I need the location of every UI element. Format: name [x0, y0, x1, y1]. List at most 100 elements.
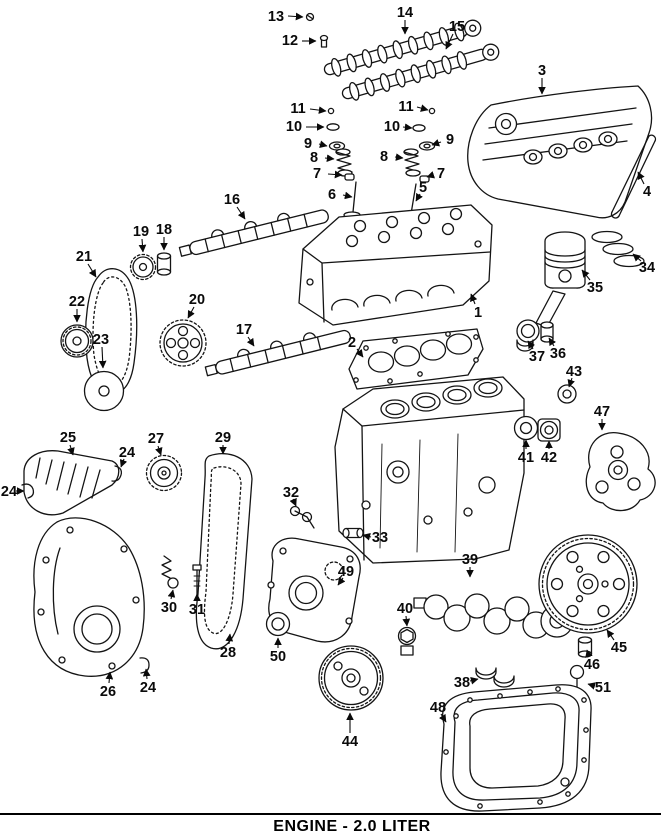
leader-line-38	[469, 676, 479, 685]
camshaft-gear-small	[129, 253, 157, 281]
leader-line-15	[445, 33, 454, 50]
bolt-13-part	[305, 12, 315, 22]
callout-13: 13	[268, 9, 284, 25]
callout-24: 24	[1, 484, 17, 500]
callout-45: 45	[611, 640, 627, 656]
camshaft-intake	[323, 19, 482, 77]
leader-line-20	[187, 306, 195, 319]
callout-10: 10	[286, 119, 302, 135]
callout-11: 11	[398, 99, 413, 115]
leader-line-11	[309, 106, 327, 114]
leader-line-25	[67, 444, 75, 456]
callout-17: 17	[236, 322, 252, 338]
callout-26: 26	[100, 684, 116, 700]
callout-43: 43	[566, 364, 582, 380]
crank-pulley-small	[60, 324, 94, 358]
leader-line-11	[416, 104, 429, 112]
leader-line-32	[289, 497, 297, 507]
tensioner-stud	[192, 564, 202, 597]
leader-line-26	[105, 671, 114, 684]
spacer-cylinder	[156, 252, 172, 276]
leader-line-7	[426, 171, 436, 179]
callout-35: 35	[587, 280, 603, 296]
leader-line-4	[637, 171, 645, 185]
callout-33: 33	[372, 530, 388, 546]
callout-7: 7	[313, 166, 321, 182]
leader-line-46	[585, 649, 593, 658]
leader-line-5	[415, 192, 423, 202]
crankshaft-pulley	[318, 645, 384, 711]
valve-cover	[467, 85, 653, 219]
callout-11: 11	[290, 101, 305, 117]
tensioner-spring	[161, 555, 179, 589]
callout-21: 21	[76, 249, 92, 265]
oil-pump-sprocket	[397, 626, 417, 656]
callout-8: 8	[380, 149, 388, 165]
callout-36: 36	[550, 346, 566, 362]
clip-24-left	[21, 483, 35, 499]
callout-4: 4	[643, 184, 651, 200]
pilot-spacer	[577, 636, 593, 658]
callout-10: 10	[384, 119, 400, 135]
leader-line-10	[402, 123, 413, 132]
callout-41: 41	[518, 450, 534, 466]
engine-mount-bracket	[585, 432, 656, 512]
callout-29: 29	[215, 430, 231, 446]
callout-42: 42	[541, 450, 557, 466]
timing-belt	[195, 453, 253, 650]
callout-50: 50	[270, 649, 286, 665]
callout-24: 24	[140, 680, 156, 696]
seal-43	[557, 384, 577, 404]
callout-34: 34	[639, 260, 655, 276]
front-crank-seal	[265, 611, 291, 637]
callout-14: 14	[397, 5, 413, 21]
callout-46: 46	[584, 657, 600, 673]
callout-25: 25	[60, 430, 76, 446]
leader-line-27	[155, 445, 163, 456]
leader-line-16	[236, 206, 246, 220]
leader-line-33	[362, 532, 372, 541]
head-gasket	[348, 328, 484, 390]
callout-27: 27	[148, 431, 164, 447]
callout-18: 18	[156, 222, 172, 238]
callout-40: 40	[397, 601, 413, 617]
callout-24: 24	[119, 445, 135, 461]
seal-42	[537, 418, 561, 442]
callout-12: 12	[282, 33, 298, 49]
callout-23: 23	[93, 332, 109, 348]
callout-38: 38	[454, 675, 470, 691]
callout-16: 16	[224, 192, 240, 208]
callout-39: 39	[462, 552, 478, 568]
leader-line-6	[342, 191, 353, 200]
callout-9: 9	[446, 132, 454, 148]
oil-pan	[440, 684, 592, 812]
engine-block	[334, 376, 525, 564]
valve-cover-gasket	[610, 134, 657, 219]
leader-line-37	[527, 340, 536, 350]
cylinder-head	[298, 204, 493, 326]
leader-line-21	[87, 263, 97, 278]
leader-line-24	[142, 668, 151, 680]
callout-37: 37	[529, 349, 545, 365]
leader-line-8	[324, 154, 335, 163]
camshaft-sprocket	[159, 319, 207, 367]
leader-line-2	[355, 348, 364, 358]
timing-cover-lower	[33, 517, 145, 677]
rocker-lever-32	[289, 505, 315, 529]
clip-24-upper	[111, 465, 123, 482]
callout-28: 28	[220, 645, 236, 661]
rocker-shaft-assembly-lower	[204, 329, 351, 377]
callout-31: 31	[189, 602, 205, 618]
leader-line-7	[327, 170, 343, 179]
piston-rings	[591, 230, 645, 268]
callout-3: 3	[538, 63, 546, 79]
callout-32: 32	[283, 485, 299, 501]
leader-line-28	[225, 633, 234, 645]
callout-7: 7	[437, 166, 445, 182]
leader-line-1	[470, 293, 478, 305]
connecting-rod	[516, 290, 566, 343]
leader-line-45	[606, 629, 615, 641]
oil-pump-front-case	[267, 537, 361, 643]
clip-24-lower	[139, 657, 150, 674]
